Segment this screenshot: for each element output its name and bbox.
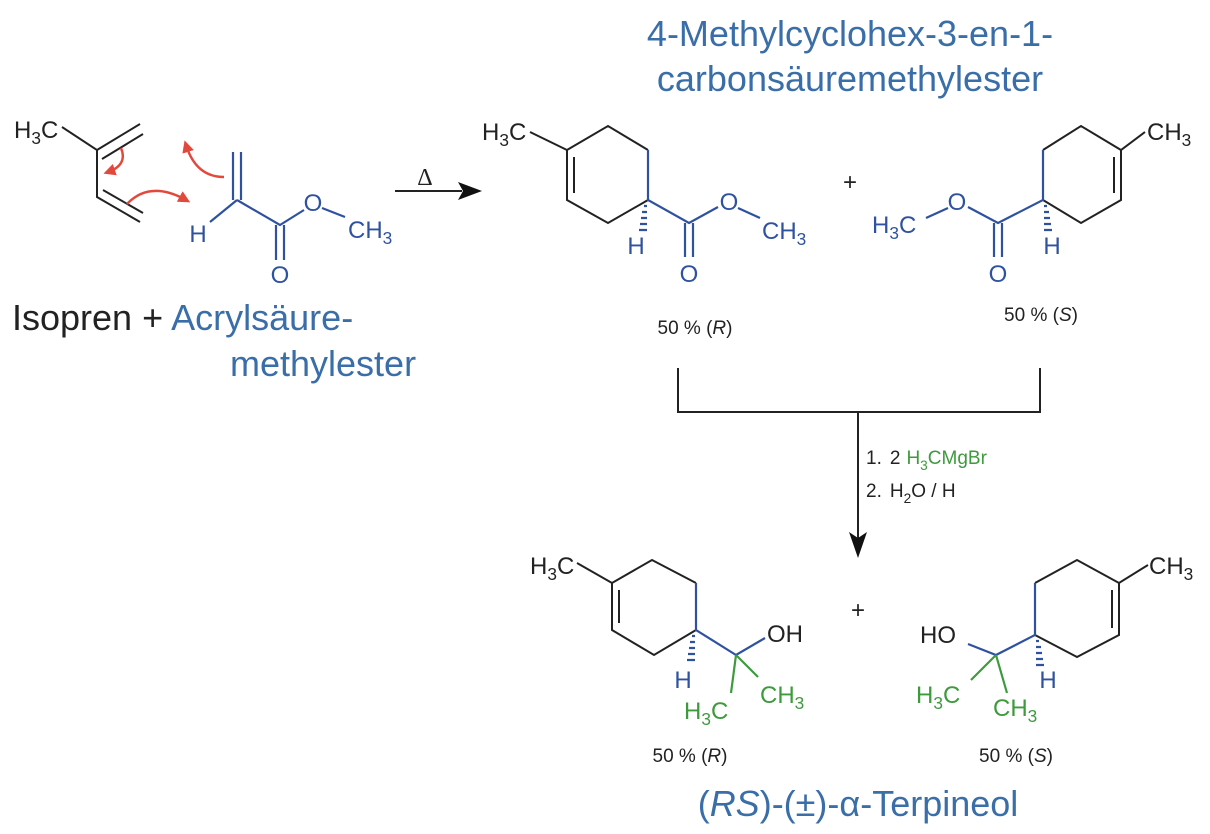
grignard-reagent: H3​CMgBr (906, 448, 987, 473)
ester-s-h-label: H (1043, 233, 1060, 260)
yield-prefix: 50 % ( (658, 318, 714, 339)
terpineol-s-yield: 50 % (S) (979, 746, 1053, 767)
terpineol-s-h-label: H (1039, 667, 1056, 694)
merge-bracket-arrow (677, 368, 1041, 558)
yield-prefix: 50 % ( (979, 746, 1035, 767)
ester-s-carbonyl-o-label: O (989, 261, 1008, 288)
acrylate-methyl-label: CH3​ (348, 217, 392, 248)
electron-arrow-1 (103, 147, 125, 176)
title-line-2: carbonsäuremethylester (657, 58, 1043, 99)
configuration: S (1059, 305, 1072, 326)
terpineol-s-methyl-b-label: CH3​ (993, 695, 1037, 726)
configuration: R (707, 746, 721, 767)
acrylate-name-line-2: methylester (230, 343, 416, 384)
configuration: R (712, 318, 726, 339)
isoprene-methyl-label: H3​C (14, 117, 58, 148)
acrylate-carbonyl-o-label: O (271, 262, 290, 289)
yield-suffix: ) (726, 318, 732, 339)
ester-r-yield: 50 % (R) (658, 318, 733, 339)
workup-reagent: H2​O / H (890, 481, 956, 506)
terpineol-s-structure: CH3​ HO H H3​C CH3​ 50 % (S) (916, 553, 1193, 767)
terpineol-r-methyl-b-label: H3​C (684, 698, 728, 729)
title-line-1: 4-Methylcyclohex-3-en-1- (647, 13, 1053, 54)
ester-r-h-label: H (627, 233, 644, 260)
acrylate-ester-o-label: O (304, 190, 323, 217)
reagent-step-2: 2. H2​O / H (866, 481, 956, 506)
ester-r-methyl-label: H3​C (482, 119, 526, 150)
heat-symbol: Δ (417, 165, 432, 191)
acrylate-h-label: H (189, 221, 206, 248)
ester-r-carbonyl-o-label: O (680, 261, 699, 288)
terpineol-r-h-label: H (674, 667, 691, 694)
yield-suffix: ) (1047, 746, 1053, 767)
terpineol-r-oh-label: OH (767, 621, 803, 648)
ester-plus: + (843, 169, 857, 196)
yield-suffix: ) (1072, 305, 1078, 326)
product-name-config: RS (710, 783, 760, 824)
ester-r-structure: H3​C H O O CH3​ 50 % (R) (482, 119, 806, 339)
methyl-acrylate-structure: H O O CH3​ (189, 152, 392, 289)
configuration: S (1034, 746, 1047, 767)
ester-s-structure: CH3​ H O O H3​C 50 % (S) (872, 119, 1191, 326)
ester-s-ester-o-label: O (948, 189, 967, 216)
electron-arrow-2 (126, 189, 191, 205)
terpineol-r-methyl-label: H3​C (530, 553, 574, 584)
ester-r-ester-methyl-label: CH3​ (762, 218, 806, 249)
terpineol-s-methyl-a-label: H3​C (916, 682, 960, 713)
acrylate-name-line-1: Acrylsäure- (171, 297, 353, 338)
isoprene-structure: H3​C (14, 117, 225, 223)
reactant-plus: + (142, 297, 163, 338)
reactant-names: Isopren + Acrylsäure- (12, 297, 353, 338)
ester-s-methyl-label: CH3​ (1147, 119, 1191, 150)
terpineol-r-structure: H3​C OH H CH3​ H3​C 50 % (R) (530, 553, 804, 767)
product-name-rest: )-(±)-α-Terpineol (760, 783, 1019, 824)
reaction-arrow-heat: Δ (395, 165, 482, 200)
yield-prefix: 50 % ( (1004, 305, 1060, 326)
yield-suffix: ) (721, 746, 727, 767)
reagent-step-1: 1. 2H3​CMgBr (866, 448, 988, 473)
product-name-open: ( (698, 783, 710, 824)
reagent-amount: 2 (890, 448, 901, 469)
yield-prefix: 50 % ( (653, 746, 709, 767)
terpineol-s-methyl-label: CH3​ (1149, 553, 1193, 584)
terpineol-plus: + (851, 597, 865, 624)
terpineol-r-methyl-a-label: CH3​ (760, 682, 804, 713)
step-number: 1. (866, 448, 882, 469)
ester-s-yield: 50 % (S) (1004, 305, 1078, 326)
terpineol-r-yield: 50 % (R) (653, 746, 728, 767)
terpineol-s-oh-label: HO (920, 622, 956, 649)
isoprene-name: Isopren (12, 297, 132, 338)
electron-arrow-3 (182, 140, 225, 179)
step-number: 2. (866, 481, 882, 502)
ester-s-ester-methyl-label: H3​C (872, 212, 916, 243)
product-name: (RS)-(±)-α-Terpineol (698, 783, 1019, 824)
ester-r-ester-o-label: O (720, 189, 739, 216)
